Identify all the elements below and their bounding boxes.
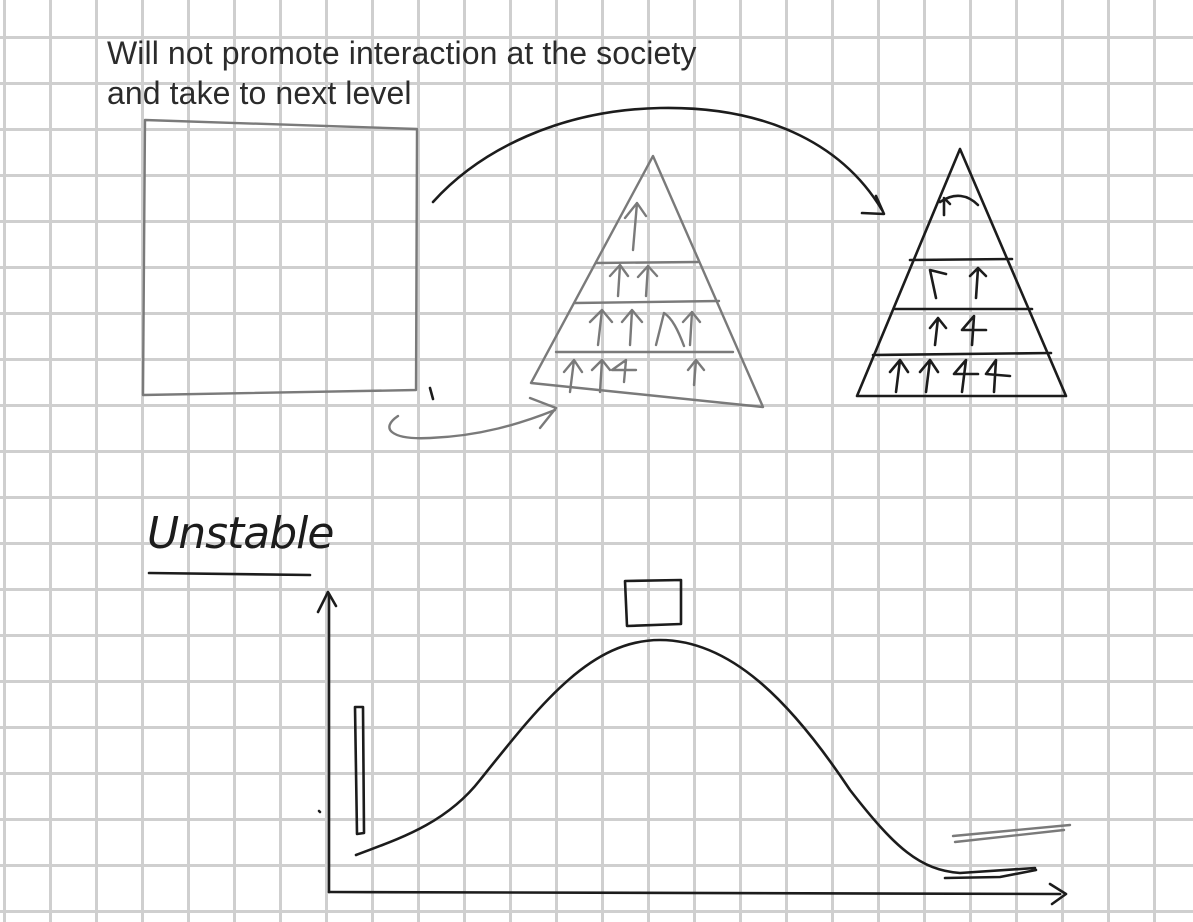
arrow-up-icon	[888, 358, 1012, 394]
grey-pyramid-tier-2	[573, 299, 721, 305]
black-pyramid-tier-1	[908, 257, 1014, 262]
grey-pyramid-tier-1	[594, 260, 700, 265]
black-pyramid	[855, 147, 1068, 398]
arrow-up-icon	[938, 194, 980, 217]
y-axis-arrowhead	[316, 590, 338, 614]
arrow-up-icon	[928, 266, 988, 300]
grey-pyramid	[529, 154, 765, 409]
grey-pyramid-outline	[529, 154, 765, 409]
x-axis-arrowhead	[1048, 882, 1068, 906]
arc-arrow-head	[860, 194, 886, 216]
peak-box	[623, 578, 683, 628]
arc-arrow-to-right-pyramid	[431, 106, 884, 212]
arrow-square-to-pyramid	[388, 408, 557, 440]
arrow-up-icon	[928, 314, 988, 347]
square-box	[141, 118, 419, 397]
right-tail-scribble	[943, 868, 1038, 880]
square-tick-mark	[428, 386, 435, 401]
arrow-head-1	[528, 396, 558, 430]
black-pyramid-tier-3	[871, 351, 1053, 357]
bell-curve	[354, 638, 1037, 875]
left-bar	[353, 705, 366, 836]
heading: Will not promote interaction at the soci…	[107, 33, 696, 113]
stray-dot	[317, 809, 322, 814]
unstable-underline	[147, 571, 312, 577]
black-pyramid-outline	[855, 147, 1068, 398]
arrow-up-icon	[588, 308, 702, 348]
heading-line-1: Will not promote interaction at the soci…	[107, 35, 697, 71]
unstable-label: Unstable	[147, 508, 333, 559]
arrow-up-icon	[623, 201, 648, 252]
arrow-up-icon	[562, 358, 706, 394]
right-grey-stroke	[951, 823, 1072, 844]
heading-line-2: and take to next level	[107, 75, 412, 111]
x-axis	[327, 890, 1062, 896]
arrow-up-icon	[608, 263, 659, 298]
